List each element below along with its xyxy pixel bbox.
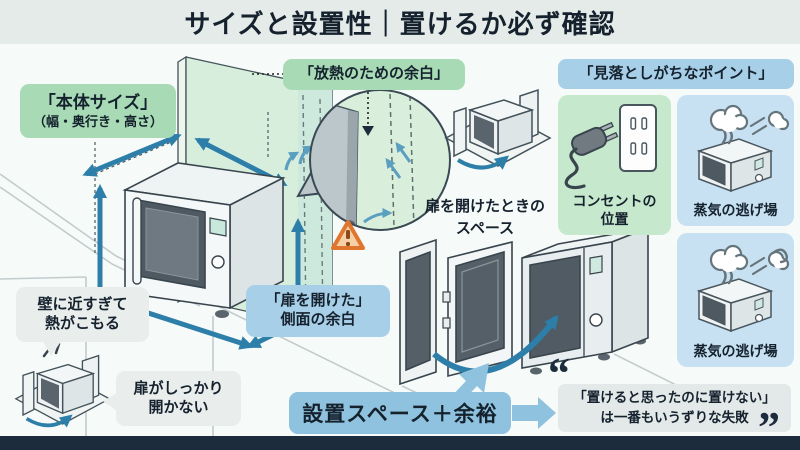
magnifier-callout xyxy=(296,89,451,231)
heat-margin-pointer xyxy=(252,73,374,136)
wall-too-close-line2: 熱がこもる xyxy=(44,314,120,332)
cta-text: 設置スペース＋余裕 xyxy=(302,403,498,426)
quote-line2: は一番もいうずりな失敗 xyxy=(600,410,749,425)
body-size-line1: 「本体サイズ」 xyxy=(38,93,158,113)
door-space-label: 扉を開けたときの スペース xyxy=(408,196,562,240)
failure-quote: 「置けると思ったのに置けない」 は一番もいうずりな失敗 xyxy=(558,384,791,432)
door-space-line1: 扉を開けたときの xyxy=(424,198,545,215)
overlooked-points-text: 「見落としがちなポイント」 xyxy=(578,64,774,82)
installation-space-callout: 設置スペース＋余裕 xyxy=(289,392,511,434)
page-title: サイズと設置性｜置けるか必ず確認 xyxy=(184,8,616,39)
steam-escape-panel-bottom: 蒸気の逃げ場 xyxy=(677,233,794,367)
heat-margin-label: 「放熱のための余白」 xyxy=(283,59,465,90)
header-bar: サイズと設置性｜置けるか必ず確認 xyxy=(0,0,800,44)
bubble-tail xyxy=(103,393,117,411)
steam-label-bottom: 蒸気の逃げ場 xyxy=(693,342,778,359)
heat-margin-text: 「放熱のための余白」 xyxy=(298,65,449,83)
wall-too-close-bubble: 壁に近すぎて 熱がこもる xyxy=(16,287,149,356)
power-plug-icon xyxy=(564,103,658,190)
steam-icon xyxy=(697,244,790,333)
door-stuck-line1: 扉がしっかり xyxy=(133,379,224,397)
door-open-microwave-illustration xyxy=(399,226,649,386)
door-stuck-line2: 開かない xyxy=(148,398,209,416)
outlet-label-line1: コンセントの xyxy=(572,193,657,209)
door-side-margin-line1: 「扉を開けた」 xyxy=(265,292,371,310)
wall-too-close-line1: 壁に近すぎて xyxy=(37,295,128,313)
door-side-margin-line2: 側面の余白 xyxy=(280,311,356,328)
door-swing-arrow xyxy=(432,314,559,375)
body-size-label: 「本体サイズ」 （幅・奥行き・高さ） xyxy=(20,84,176,138)
warning-triangle-icon xyxy=(331,220,365,250)
overlooked-points-header: 「見落としがちなポイント」 xyxy=(558,59,794,89)
bubble-tail xyxy=(42,340,62,356)
microwave-illustration xyxy=(122,162,286,318)
mini-microwave-door-icon xyxy=(446,90,550,168)
steam-icon xyxy=(697,104,790,193)
quote-line1: 「置けると思ったのに置けない」 xyxy=(573,389,776,405)
outlet-label-line2: 位置 xyxy=(600,210,629,227)
mini-microwave-corner-icon xyxy=(16,356,110,426)
steam-escape-panel-top: 蒸気の逃げ場 xyxy=(677,95,794,226)
body-size-line2: （幅・奥行き・高さ） xyxy=(32,113,163,129)
cta-arrow-right-icon xyxy=(512,397,556,429)
steam-label-top: 蒸気の逃げ場 xyxy=(693,201,778,218)
outlet-position-panel: コンセントの 位置 xyxy=(558,95,671,235)
footer-strip xyxy=(0,436,800,450)
door-stuck-bubble: 扉がしっかり 開かない xyxy=(103,371,241,426)
door-side-margin-label: 「扉を開けた」 側面の余白 xyxy=(246,285,390,337)
door-space-line2: スペース xyxy=(455,219,515,237)
